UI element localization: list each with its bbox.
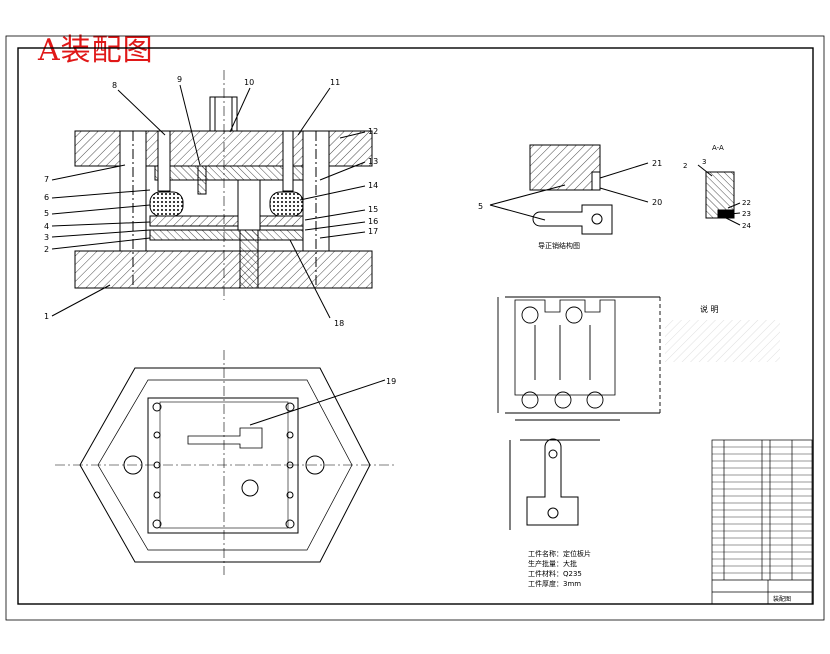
part-label: 6 — [44, 193, 49, 202]
outer-frame — [5, 35, 825, 621]
notes-title: 说 明 — [700, 304, 719, 314]
detail-caption: 导正销结构图 — [538, 241, 580, 250]
part-label: 15 — [368, 205, 378, 214]
part-label: 10 — [244, 78, 254, 87]
workpiece-info: 工件名称：定位板片 生产批量：大批 工件材料：Q235 工件厚度：3mm — [528, 549, 591, 588]
workpiece-batch: 生产批量：大批 — [528, 559, 577, 568]
part-label: 14 — [368, 181, 378, 190]
detail-view — [489, 144, 649, 235]
detail-labels: 5 20 21 导正销结构图 — [478, 159, 662, 250]
strip-layout — [497, 296, 661, 421]
drawing-title: A装配图 — [38, 33, 154, 68]
part-label: 5 — [44, 209, 49, 218]
detail-part-label: 21 — [652, 159, 662, 168]
part-label: 16 — [368, 217, 378, 226]
part-label: 11 — [330, 78, 340, 87]
notes-block: 说 明 — [665, 304, 780, 362]
part-label: 3 — [44, 233, 49, 242]
part-label: 1 — [44, 312, 49, 321]
section-part-label: 24 — [742, 222, 751, 230]
part-label: 19 — [386, 377, 396, 386]
bom-caption: 装配图 — [773, 595, 791, 603]
workpiece-name: 工件名称：定位板片 — [528, 549, 591, 558]
inner-frame — [17, 47, 814, 605]
detail-part-label: 20 — [652, 198, 662, 207]
part-labels: 1 2 3 4 5 6 7 8 9 10 11 12 13 14 15 16 1… — [44, 75, 396, 386]
section-labels: A-A 2 3 22 23 24 — [683, 144, 751, 230]
front-section-view — [51, 70, 373, 319]
part-label: 12 — [368, 127, 378, 136]
section-label: A-A — [712, 144, 724, 152]
part-label: 9 — [177, 75, 182, 84]
part-label: 8 — [112, 81, 117, 90]
part-label: 18 — [334, 319, 344, 328]
section-aa-view — [697, 164, 741, 226]
section-part-label: 2 — [683, 162, 687, 170]
part-label: 17 — [368, 227, 378, 236]
part-label: 13 — [368, 157, 378, 166]
section-part-label: 23 — [742, 210, 751, 218]
section-part-label: 3 — [702, 158, 706, 166]
workpiece-view — [509, 438, 600, 530]
workpiece-thickness: 工件厚度：3mm — [528, 579, 581, 588]
workpiece-material: 工件材料：Q235 — [528, 569, 582, 578]
bom-table: 装配图 — [711, 439, 813, 605]
plan-view — [55, 350, 395, 575]
part-label: 2 — [44, 245, 49, 254]
part-label: 7 — [44, 175, 49, 184]
detail-part-label: 5 — [478, 202, 483, 211]
section-part-label: 22 — [742, 199, 751, 207]
part-label: 4 — [44, 222, 49, 231]
